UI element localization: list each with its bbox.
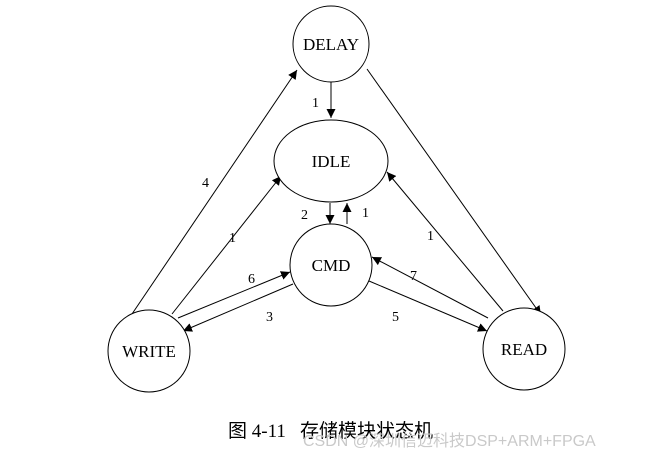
state-write-label: WRITE bbox=[122, 342, 176, 361]
edge-cmd-to-read bbox=[368, 280, 488, 332]
edge-write-to-idle bbox=[171, 175, 282, 315]
transitions bbox=[131, 68, 542, 332]
state-write: WRITE bbox=[107, 309, 191, 393]
state-idle-label: IDLE bbox=[312, 152, 351, 171]
state-read-label: READ bbox=[501, 340, 547, 359]
label-cmd-to-idle: 1 bbox=[362, 206, 369, 221]
edge-read-to-cmd bbox=[371, 256, 489, 319]
state-delay-label: DELAY bbox=[303, 35, 359, 54]
edge-write-to-cmd bbox=[177, 271, 291, 319]
edge-read-to-idle bbox=[386, 171, 504, 312]
state-read: READ bbox=[482, 307, 566, 391]
label-delay-to-idle: 1 bbox=[312, 96, 319, 111]
state-delay: DELAY bbox=[292, 5, 370, 83]
label-write-to-cmd: 6 bbox=[248, 272, 255, 287]
label-read-to-idle: 1 bbox=[427, 229, 434, 244]
label-idle-to-cmd: 2 bbox=[301, 208, 308, 223]
edge-write-to-delay bbox=[131, 69, 298, 315]
caption-title: 存储模块状态机 bbox=[300, 420, 433, 442]
state-cmd: CMD bbox=[289, 223, 373, 307]
label-read-to-cmd: 7 bbox=[410, 269, 417, 284]
transition-labels: 1 4 1 2 1 1 6 3 7 5 bbox=[202, 96, 434, 325]
label-cmd-to-read: 5 bbox=[392, 310, 399, 325]
label-cmd-to-write: 3 bbox=[266, 310, 273, 325]
edge-cmd-to-write bbox=[182, 283, 294, 332]
edge-delay-to-read bbox=[366, 68, 542, 316]
label-write-to-idle: 1 bbox=[229, 231, 236, 246]
label-write-to-delay: 4 bbox=[202, 176, 209, 191]
state-cmd-label: CMD bbox=[312, 256, 351, 275]
state-idle: IDLE bbox=[273, 119, 389, 203]
caption-figure-number: 图 4-11 bbox=[228, 421, 286, 442]
figure-caption: 图 4-11 存储模块状态机 bbox=[228, 420, 433, 442]
csdn-watermark: CSDN @深圳信迈科技DSP+ARM+FPGA bbox=[303, 432, 596, 450]
